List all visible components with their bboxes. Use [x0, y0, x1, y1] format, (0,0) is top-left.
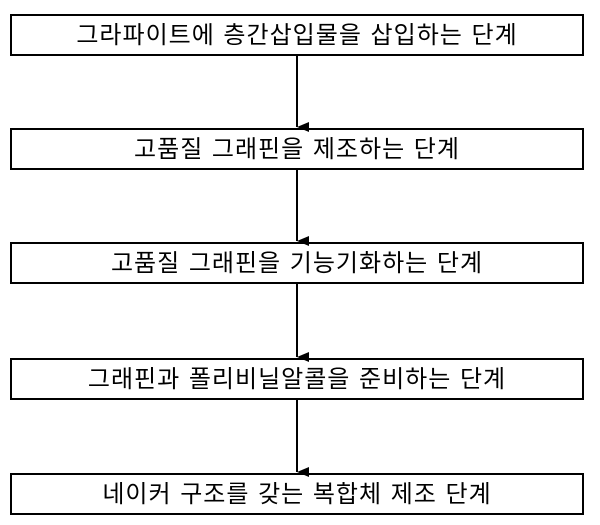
step-label-5: 네이커 구조를 갖는 복합체 제조 단계	[102, 480, 492, 508]
step-box-2: 고품질 그래핀을 제조하는 단계	[10, 128, 584, 170]
step-box-4: 그래핀과 폴리비닐알콜을 준비하는 단계	[10, 358, 584, 400]
step-label-3: 고품질 그래핀을 기능기화하는 단계	[110, 249, 484, 277]
step-box-3: 고품질 그래핀을 기능기화하는 단계	[10, 242, 584, 284]
step-label-4: 그래핀과 폴리비닐알콜을 준비하는 단계	[87, 365, 507, 393]
step-label-2: 고품질 그래핀을 제조하는 단계	[134, 135, 460, 163]
step-box-1: 그라파이트에 층간삽입물을 삽입하는 단계	[10, 14, 584, 56]
step-label-1: 그라파이트에 층간삽입물을 삽입하는 단계	[76, 21, 518, 49]
